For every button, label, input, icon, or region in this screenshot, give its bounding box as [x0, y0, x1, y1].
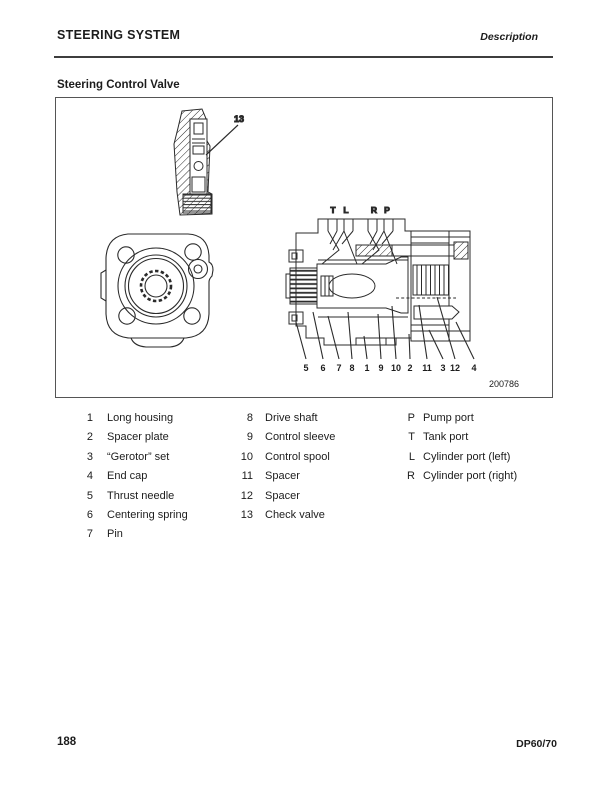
parts-list-row: 7 Pin [79, 528, 188, 547]
port-label-cyl-left: L [343, 205, 348, 215]
parts-list-row: L Cylinder port (left) [401, 451, 517, 470]
callout-numbers: 5 6 7 8 1 9 10 2 11 3 12 4 [303, 363, 476, 373]
figure-drawing: 13 [100, 108, 519, 389]
parts-list-row: 10 Control spool [233, 451, 335, 470]
part-number: 2 [86, 431, 93, 444]
parts-list-column-1: 1 Long housing 2 Spacer plate 3 “Gerotor” s… [79, 412, 188, 548]
callout-label: 2 [407, 363, 412, 373]
figure-code: 200786 [489, 379, 519, 389]
part-number: 8 [246, 412, 253, 424]
port-label-pump: P [384, 205, 390, 215]
callout-label: 11 [422, 363, 432, 373]
header-rule [54, 56, 553, 58]
callout-leader-lines [295, 296, 475, 360]
callout-13-leader [205, 124, 239, 156]
part-label: Cylinder port (left) [423, 450, 511, 463]
part-label: Pin [107, 528, 123, 541]
part-label: Control spool [265, 450, 330, 463]
port-label-tank: T [330, 205, 336, 215]
callout-label: 12 [450, 363, 460, 373]
part-label: Centering spring [107, 508, 188, 521]
page-header-description: Description [480, 31, 538, 43]
section-title: Steering Control Valve [57, 79, 180, 91]
part-label: Drive shaft [265, 412, 318, 424]
callout-label: 9 [378, 363, 383, 373]
part-number: 1 [86, 412, 93, 424]
valve-cross-section: T L R P [285, 205, 477, 373]
part-letter: P [407, 412, 415, 424]
part-number: 4 [86, 470, 93, 483]
part-label: Spacer [265, 470, 300, 483]
model-number: DP60/70 [516, 738, 557, 750]
part-label: “Gerotor” set [107, 450, 170, 463]
parts-list-column-2: 8 Drive shaft 9 Control sleeve 10 Control s… [233, 412, 336, 528]
part-number: 3 [86, 450, 93, 463]
figure-box: 13 [55, 97, 553, 398]
part-label: Cylinder port (right) [423, 470, 518, 483]
parts-list-row: 8 Drive shaft [233, 412, 335, 431]
parts-list-row: P Pump port [401, 412, 517, 431]
part-label: Long housing [107, 412, 174, 424]
port-label-cyl-right: R [371, 205, 377, 215]
callout-label: 3 [440, 363, 445, 373]
callout-label: 10 [391, 363, 401, 373]
parts-list-row: 2 Spacer plate [79, 431, 188, 450]
parts-list-row: 5 Thrust needle [79, 490, 188, 509]
parts-list-row: 12 Spacer [233, 490, 335, 509]
callout-label: 6 [320, 363, 325, 373]
parts-list-row: 11 Spacer [233, 470, 335, 489]
part-label: Thrust needle [107, 489, 175, 502]
page-number: 188 [57, 736, 77, 748]
part-number: 7 [86, 528, 93, 541]
parts-list-row: 1 Long housing [79, 412, 188, 431]
parts-list-row: T Tank port [401, 431, 517, 450]
parts-list-column-3: P Pump port T Tank port L Cylinder port (le… [401, 412, 517, 490]
part-label: Check valve [265, 508, 325, 521]
part-number: 5 [86, 489, 93, 502]
parts-list-row: 6 Centering spring [79, 509, 188, 528]
callout-label: 5 [303, 363, 308, 373]
part-number: 13 [240, 508, 253, 521]
part-label: Spacer plate [107, 431, 169, 444]
parts-list-row: 9 Control sleeve [233, 431, 335, 450]
parts-list-row: R Cylinder port (right) [401, 470, 517, 489]
parts-list-row: 3 “Gerotor” set [79, 451, 188, 470]
page-header-title: STEERING SYSTEM [57, 28, 181, 42]
part-label: Spacer [265, 489, 300, 502]
part-letter: R [407, 470, 415, 483]
part-number: 12 [240, 489, 253, 502]
callout-label: 7 [336, 363, 341, 373]
housing-front-view [100, 233, 214, 348]
part-letter: L [408, 450, 415, 463]
part-label: Tank port [423, 431, 469, 444]
part-number: 9 [246, 431, 253, 444]
callout-label: 13 [234, 114, 244, 124]
parts-list-row: 13 Check valve [233, 509, 335, 528]
callout-label: 8 [349, 363, 354, 373]
part-label: Pump port [423, 412, 474, 424]
callout-label: 4 [471, 363, 476, 373]
part-number: 10 [240, 450, 253, 463]
part-letter: T [408, 431, 415, 444]
parts-list-row: 4 End cap [79, 470, 188, 489]
part-number: 6 [86, 508, 93, 521]
check-valve-drawing: 13 [173, 108, 245, 216]
part-number: 11 [241, 470, 253, 483]
callout-label: 1 [364, 363, 369, 373]
part-label: End cap [107, 470, 148, 483]
part-label: Control sleeve [265, 431, 336, 444]
